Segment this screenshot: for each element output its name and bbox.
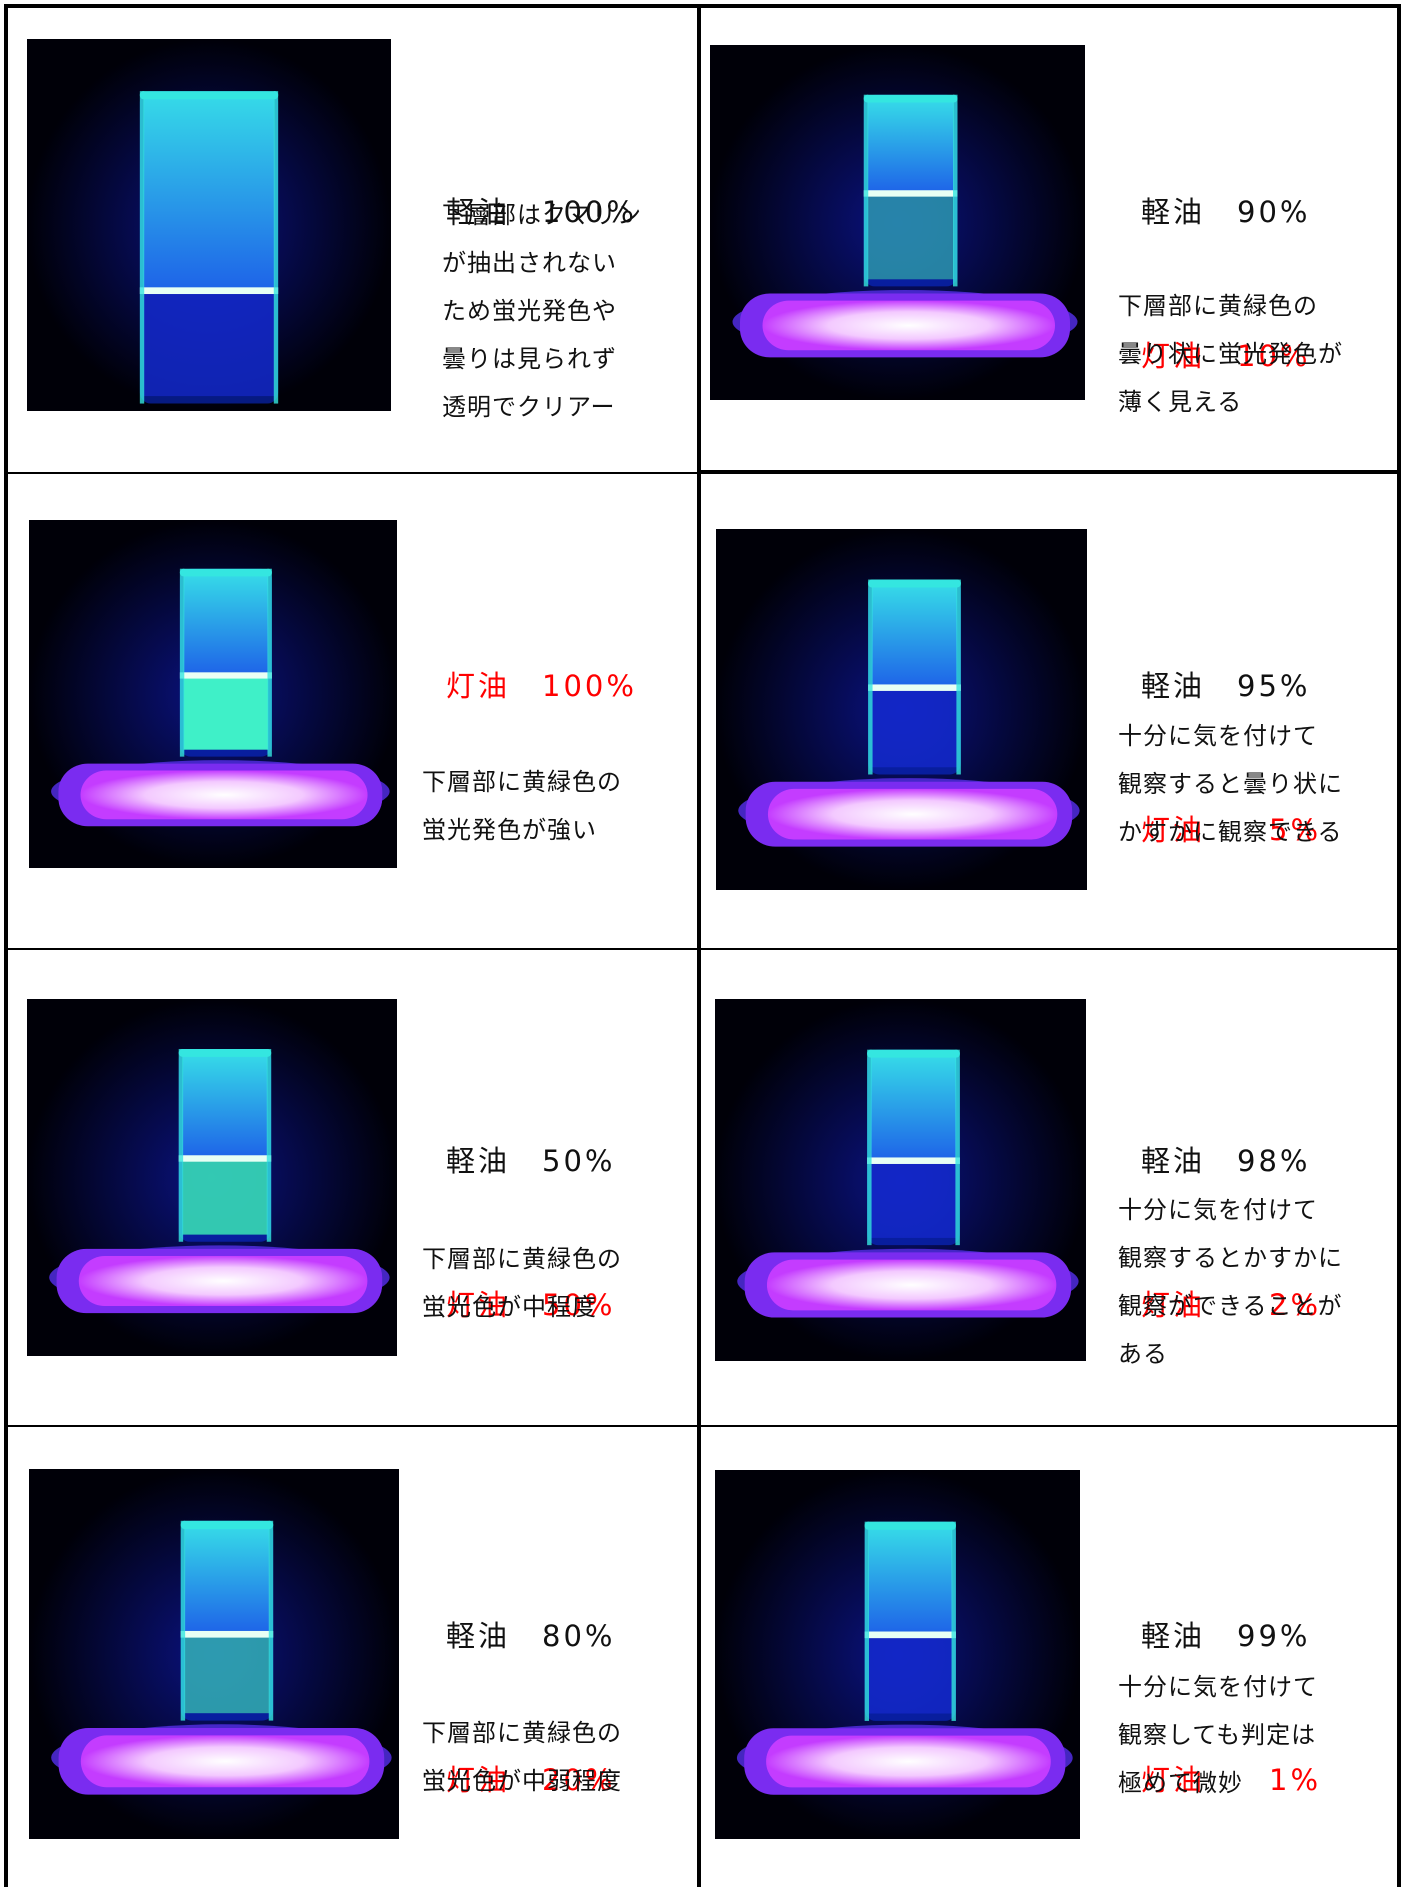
- sample-photo: [27, 39, 391, 411]
- observation-line: かすかに観察できる: [1118, 818, 1343, 846]
- diesel-ratio: 軽油 98%: [1141, 1144, 1311, 1178]
- kerosene-ratio: 灯油 1%: [1141, 1763, 1322, 1797]
- sample-photo-illustration: [710, 45, 1085, 400]
- table-border-top: [4, 4, 1401, 8]
- observation-line: 蛍光色が中程度: [422, 1293, 597, 1321]
- cell-diesel-98-kerosene-2: 軽油 98% 灯油 2% 十分に気を付けて 観察するとかすかに 観察ができること…: [701, 950, 1397, 1425]
- sample-photo: [710, 45, 1085, 400]
- sample-photo-illustration: [715, 999, 1086, 1361]
- observation-line: 十分に気を付けて: [1118, 1196, 1318, 1224]
- table-row-divider-2: [4, 948, 1401, 950]
- observation-text: 下層部に黄緑色の 蛍光色が中程度: [422, 1235, 622, 1331]
- table-row-divider-3: [4, 1425, 1401, 1427]
- diesel-ratio: 軽油 100%: [446, 195, 637, 229]
- observation-text: 下層部に黄緑色の 蛍光色が中弱程度: [422, 1709, 622, 1805]
- observation-text: 十分に気を付けて 観察すると曇り状に かすかに観察できる: [1118, 712, 1343, 856]
- observation-text: 下層部に黄緑色の 曇り状に蛍光発色が 薄く見える: [1118, 282, 1343, 426]
- observation-line: 下層部に黄緑色の: [422, 1719, 622, 1747]
- mixture-label: 軽油 80% 灯油 20%: [446, 1516, 615, 1900]
- sample-photo: [27, 999, 397, 1356]
- observation-line: 透明でクリアー: [442, 393, 616, 421]
- mixture-label: 軽油 95% 灯油 5%: [1141, 566, 1321, 950]
- diesel-ratio: 軽油 50%: [446, 1144, 616, 1178]
- cell-kerosene-100: 灯油 100% 下層部に黄緑色の 蛍光発色が強い: [8, 474, 697, 948]
- kerosene-ratio: 灯油 2%: [1141, 1288, 1322, 1322]
- table-row-divider-1-right: [697, 470, 1401, 474]
- sample-photo-illustration: [715, 1470, 1080, 1839]
- cell-diesel-99-kerosene-1: 軽油 99% 灯油 1% 十分に気を付けて 観察しても判定は 極めて微妙: [701, 1427, 1397, 1887]
- diesel-ratio: 軽油 90%: [1141, 195, 1311, 229]
- diesel-ratio: 軽油 99%: [1141, 1619, 1311, 1653]
- kerosene-ratio: 灯油 5%: [1141, 813, 1322, 847]
- observation-text: 十分に気を付けて 観察するとかすかに 観察ができることが ある: [1118, 1186, 1343, 1378]
- sample-photo: [29, 1469, 399, 1839]
- sample-photo-illustration: [27, 39, 391, 411]
- sample-photo: [715, 1470, 1080, 1839]
- observation-line: 下層部はクマリン: [442, 201, 642, 229]
- observation-line: 曇りは見られず: [442, 345, 617, 373]
- observation-line: 観察しても判定は: [1118, 1721, 1317, 1749]
- sample-photo-illustration: [716, 529, 1087, 890]
- mixture-label: 軽油 100%: [446, 92, 637, 332]
- observation-line: 下層部に黄緑色の: [422, 768, 622, 796]
- observation-line: 曇り状に蛍光発色が: [1118, 340, 1343, 368]
- observation-line: 蛍光発色が強い: [422, 816, 597, 844]
- sample-photo: [716, 529, 1087, 890]
- observation-text: 十分に気を付けて 観察しても判定は 極めて微妙: [1118, 1663, 1318, 1807]
- observation-line: ため蛍光発色や: [442, 297, 617, 325]
- sample-photo-illustration: [29, 1469, 399, 1839]
- kerosene-ratio: 灯油 20%: [446, 1763, 616, 1797]
- observation-line: 十分に気を付けて: [1118, 1673, 1318, 1701]
- observation-line: 十分に気を付けて: [1118, 722, 1318, 750]
- sample-photo-illustration: [29, 520, 397, 868]
- observation-line: ある: [1118, 1340, 1168, 1368]
- observation-line: 下層部に黄緑色の: [1118, 292, 1318, 320]
- sample-photo-illustration: [27, 999, 397, 1356]
- mixture-label: 軽油 99% 灯油 1%: [1141, 1516, 1321, 1900]
- sample-photo: [715, 999, 1086, 1361]
- observation-text: 下層部に黄緑色の 蛍光発色が強い: [422, 758, 622, 854]
- table-row-divider-1-left: [4, 472, 699, 474]
- mixture-label: 軽油 50% 灯油 50%: [446, 1041, 615, 1425]
- cell-diesel-95-kerosene-5: 軽油 95% 灯油 5% 十分に気を付けて 観察すると曇り状に かすかに観察でき…: [701, 474, 1397, 948]
- kerosene-ratio: 灯油 100%: [446, 669, 637, 703]
- observation-line: 観察すると曇り状に: [1118, 770, 1343, 798]
- mixture-label: 灯油 100%: [446, 566, 637, 806]
- table-border-middle: [697, 4, 701, 1887]
- table-border-right: [1397, 4, 1401, 1887]
- mixture-label: 軽油 98% 灯油 2%: [1141, 1041, 1321, 1425]
- cell-diesel-100: 軽油 100% 下層部はクマリン が抽出されない ため蛍光発色や 曇りは見られず…: [8, 8, 697, 472]
- diesel-ratio: 軽油 80%: [446, 1619, 616, 1653]
- observation-line: 下層部に黄緑色の: [422, 1245, 622, 1273]
- observation-line: 観察ができることが: [1118, 1292, 1343, 1320]
- observation-line: 観察するとかすかに: [1118, 1244, 1343, 1272]
- mixture-label: 軽油 90% 灯油 10%: [1141, 92, 1310, 476]
- kerosene-ratio: 灯油 50%: [446, 1288, 616, 1322]
- sample-photo: [29, 520, 397, 868]
- observation-line: 薄く見える: [1118, 388, 1243, 416]
- observation-line: 極めて微妙: [1118, 1769, 1243, 1797]
- cell-diesel-90-kerosene-10: 軽油 90% 灯油 10% 下層部に黄緑色の 曇り状に蛍光発色が 薄く見える: [701, 8, 1397, 470]
- table-border-left: [4, 4, 8, 1887]
- observation-line: 蛍光色が中弱程度: [422, 1767, 622, 1795]
- observation-text: 下層部はクマリン が抽出されない ため蛍光発色や 曇りは見られず 透明でクリアー: [442, 191, 642, 431]
- observation-line: が抽出されない: [442, 249, 617, 277]
- diesel-ratio: 軽油 95%: [1141, 669, 1311, 703]
- cell-diesel-50-kerosene-50: 軽油 50% 灯油 50% 下層部に黄緑色の 蛍光色が中程度: [8, 950, 697, 1425]
- kerosene-ratio: 灯油 10%: [1141, 339, 1311, 373]
- cell-diesel-80-kerosene-20: 軽油 80% 灯油 20% 下層部に黄緑色の 蛍光色が中弱程度: [8, 1427, 697, 1887]
